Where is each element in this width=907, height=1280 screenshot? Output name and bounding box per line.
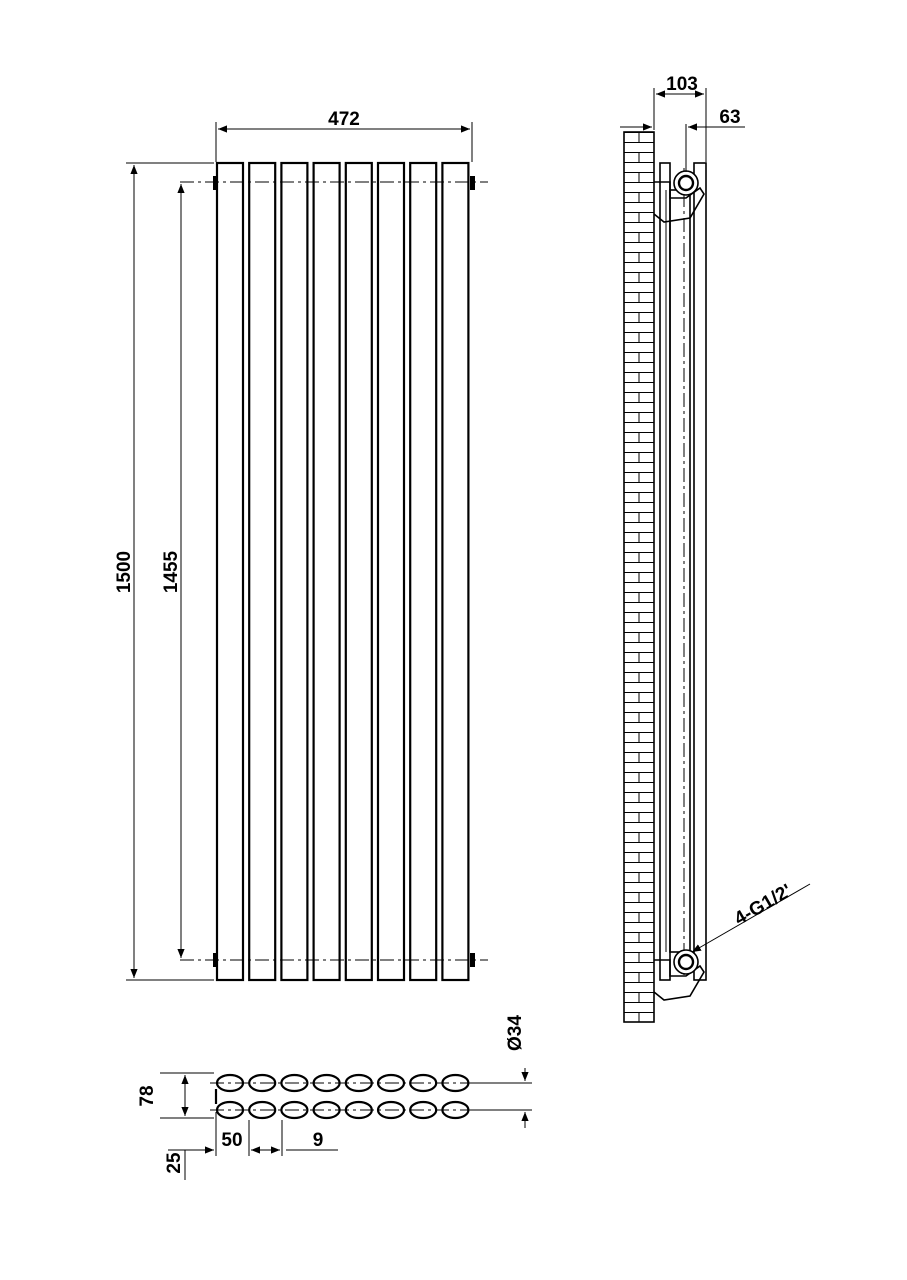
radiator-tube bbox=[441, 161, 470, 982]
dim-tube-spacing: 78 bbox=[137, 1072, 214, 1119]
radiator-tubes bbox=[215, 161, 470, 982]
connection-callout: 4-G1/2' bbox=[691, 880, 811, 953]
radiator-side-tube bbox=[669, 189, 691, 953]
plug-top-left bbox=[213, 176, 218, 190]
dim-panel-depth: 63 bbox=[620, 107, 745, 172]
panel-depth-label: 63 bbox=[719, 107, 740, 128]
radiator-tube bbox=[409, 161, 438, 982]
tube-spacing-label: 78 bbox=[137, 1085, 158, 1106]
wall-bracket-top bbox=[653, 170, 705, 223]
radiator-tube bbox=[280, 161, 309, 982]
plan-view: Ø34 78 25 50 9 bbox=[137, 1015, 532, 1180]
tube-cross-section bbox=[280, 1100, 309, 1120]
radiator-tube bbox=[376, 161, 406, 982]
tube-cross-section bbox=[280, 1073, 309, 1093]
radiator-side-back bbox=[659, 162, 671, 981]
dim-total-depth: 103 bbox=[653, 74, 707, 162]
radiator-tube bbox=[344, 161, 373, 982]
tube-diameter-label: Ø34 bbox=[505, 1015, 526, 1051]
connection-label: 4-G1/2' bbox=[731, 880, 796, 929]
center-height-label: 1455 bbox=[161, 550, 182, 593]
radiator-side-front bbox=[693, 162, 707, 981]
wall-offset-label: 25 bbox=[164, 1152, 185, 1174]
side-view: 103 63 4-G1/2' bbox=[620, 74, 811, 1023]
plug-top-right bbox=[470, 176, 475, 190]
dim-center-height: 1455 bbox=[161, 184, 185, 958]
pitch-label: 50 bbox=[221, 1130, 242, 1151]
connection-bottom bbox=[673, 949, 699, 975]
total-height-label: 1500 bbox=[114, 551, 135, 593]
width-label: 472 bbox=[328, 109, 360, 130]
dim-gap: 9 bbox=[286, 1130, 338, 1151]
dim-wall-offset: 25 bbox=[164, 1149, 214, 1180]
dim-total-height: 1500 bbox=[114, 162, 214, 981]
dim-width: 472 bbox=[215, 109, 473, 162]
tube-cross-section bbox=[248, 1100, 277, 1120]
gap-label: 9 bbox=[313, 1130, 324, 1151]
brick-wall bbox=[623, 131, 655, 1023]
dim-pitch: 50 bbox=[198, 1112, 283, 1156]
total-depth-label: 103 bbox=[666, 74, 698, 95]
dim-tube-diameter: Ø34 bbox=[460, 1015, 532, 1128]
connection-top bbox=[673, 170, 699, 196]
radiator-tube bbox=[248, 161, 277, 982]
radiator-tube bbox=[215, 161, 245, 982]
plug-bottom-right bbox=[470, 953, 475, 967]
plug-bottom-left bbox=[213, 953, 218, 967]
wall-bracket-bottom bbox=[653, 949, 705, 1001]
tube-cross-sections bbox=[215, 1073, 470, 1120]
front-view: 472 1500 1455 bbox=[114, 109, 488, 982]
tube-cross-section bbox=[248, 1073, 277, 1093]
radiator-tube bbox=[312, 161, 341, 982]
